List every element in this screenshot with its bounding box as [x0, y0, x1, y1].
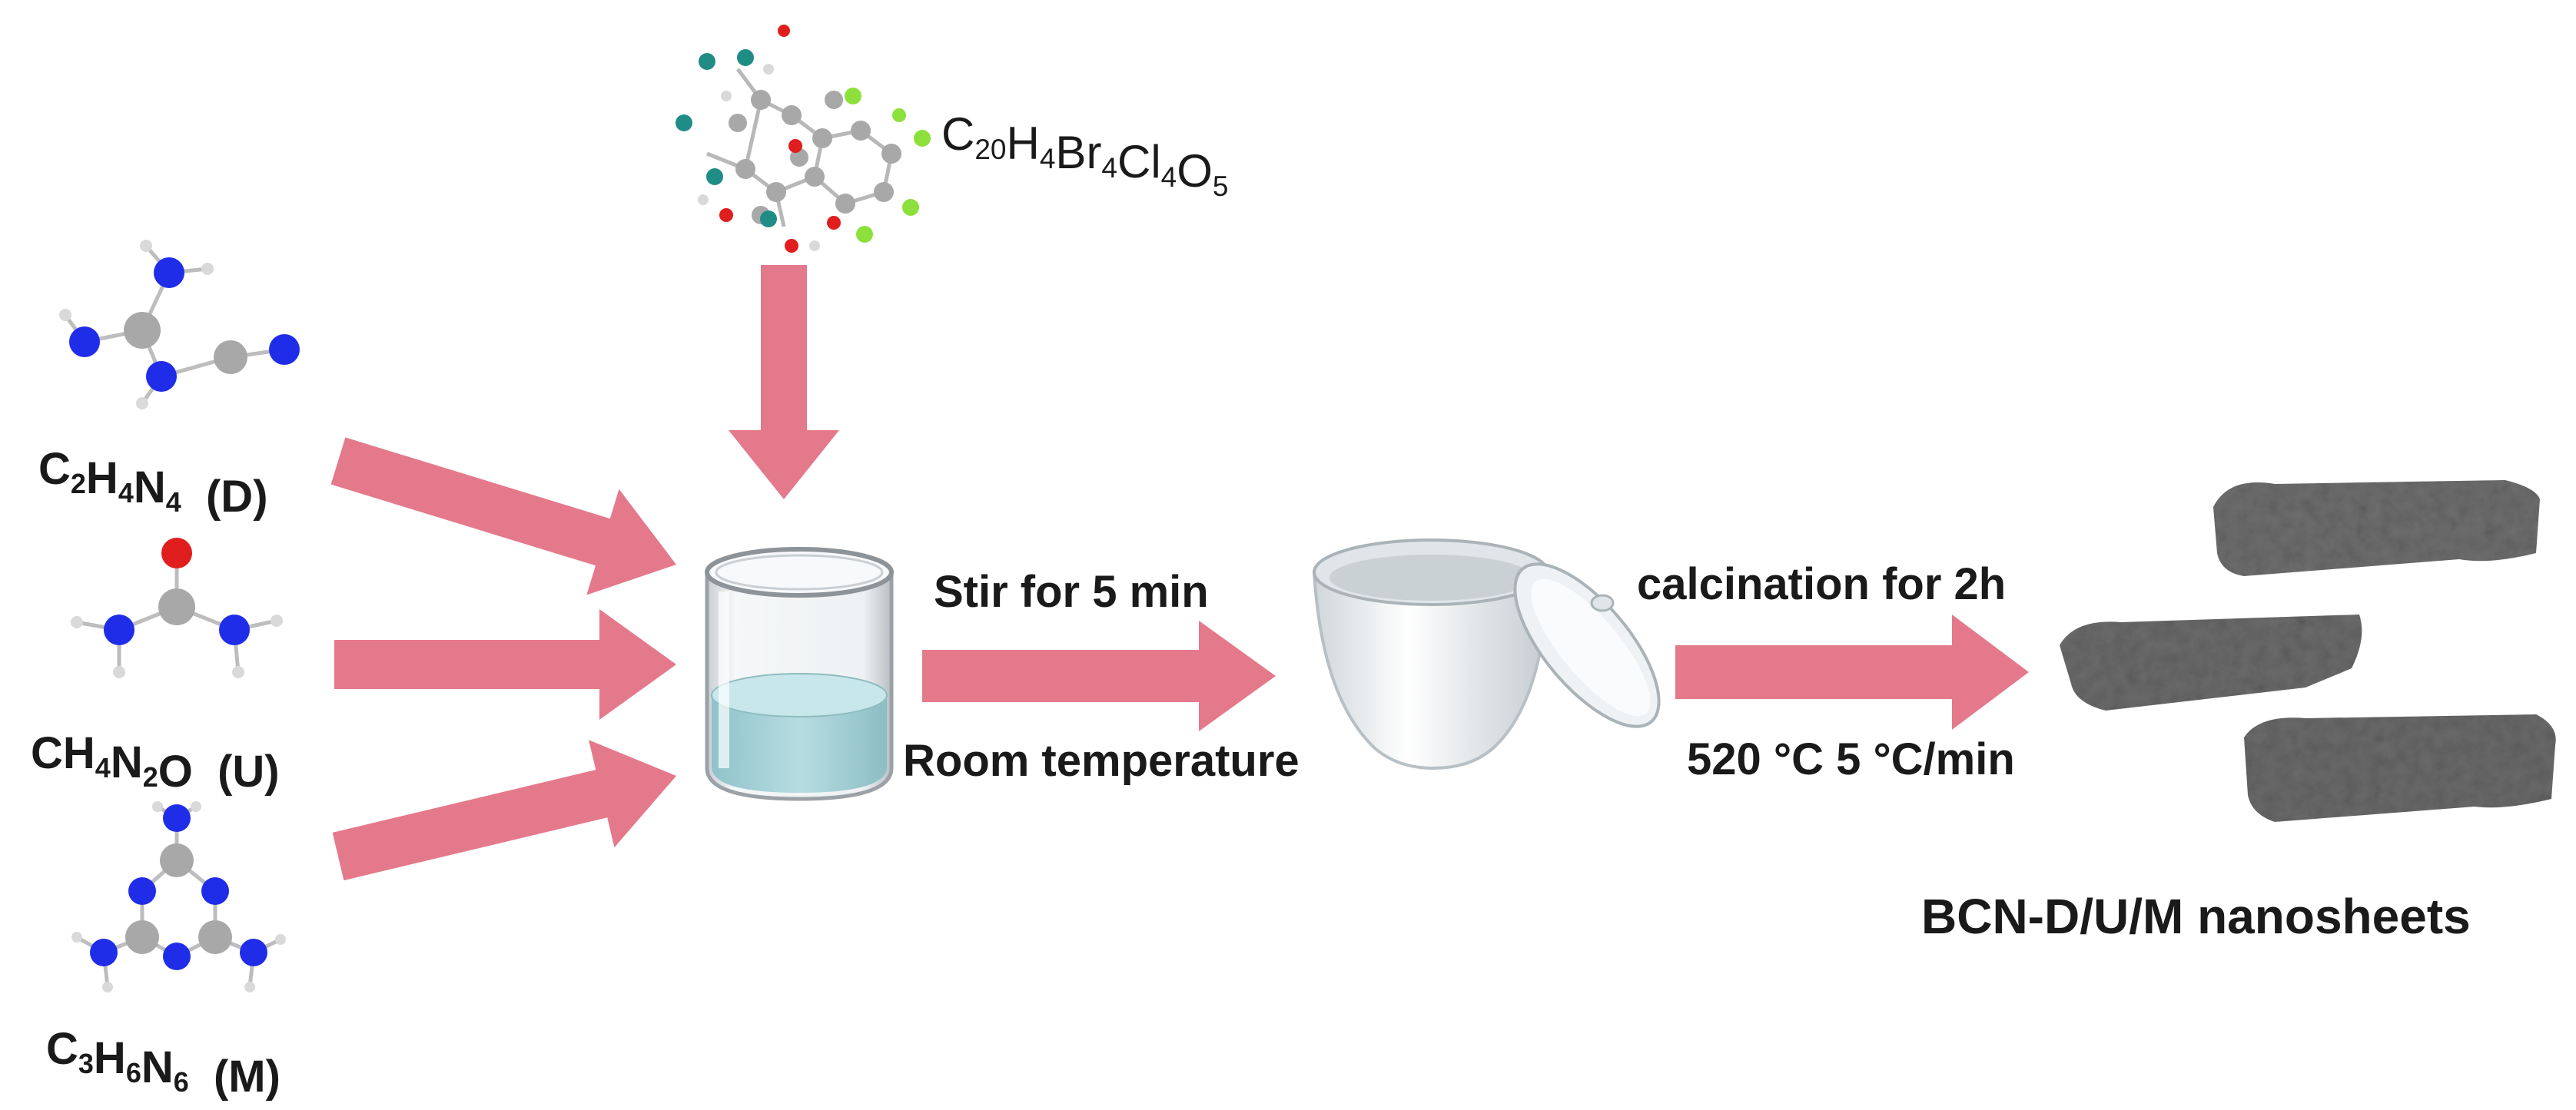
stir-label: Stir for 5 min: [934, 567, 1209, 617]
nanosheets: [2060, 480, 2556, 822]
calcination-label: calcination for 2h: [1637, 559, 2006, 609]
dicyandiamide-formula: C2H4N4 (D): [38, 444, 268, 522]
arrow-stir: [922, 621, 1276, 731]
arrow-calcination: [1675, 615, 2029, 730]
temperature-label: 520 °C 5 °C/min: [1687, 734, 2015, 784]
crucible: [1312, 538, 1661, 770]
dopant-formula: C20H4Br4Cl4O5: [941, 108, 1229, 202]
melamine-molecule: [71, 801, 286, 992]
arrow-from-dicyandiamide: [330, 437, 676, 595]
arrows: [330, 265, 2029, 881]
arrow-from-melamine: [332, 740, 676, 881]
arrow-from-urea: [334, 609, 676, 720]
nanosheet-middle: [2060, 615, 2362, 711]
room-temperature-label: Room temperature: [903, 736, 1300, 786]
beaker: [705, 547, 894, 801]
carbon-atoms: [729, 90, 901, 224]
chlorine-atoms: [845, 88, 931, 243]
arrow-down: [729, 265, 839, 499]
liquid: [712, 695, 887, 793]
urea-molecule: [71, 538, 283, 678]
product-label: BCN-D/U/M nanosheets: [1921, 889, 2471, 944]
nanosheet-top: [2213, 480, 2540, 576]
dicyandiamide-molecule: [59, 240, 300, 409]
urea-formula: CH4N2O (U): [31, 728, 280, 797]
nanosheet-bottom: [2244, 714, 2556, 822]
dopant-molecule: [676, 25, 931, 253]
melamine-formula: C3H6N6 (M): [46, 1024, 281, 1102]
hydrogen-atoms: [698, 64, 820, 251]
bromine-atoms: [676, 49, 777, 227]
oxygen-atoms: [719, 25, 841, 253]
crucible-lid: [1513, 562, 1661, 728]
